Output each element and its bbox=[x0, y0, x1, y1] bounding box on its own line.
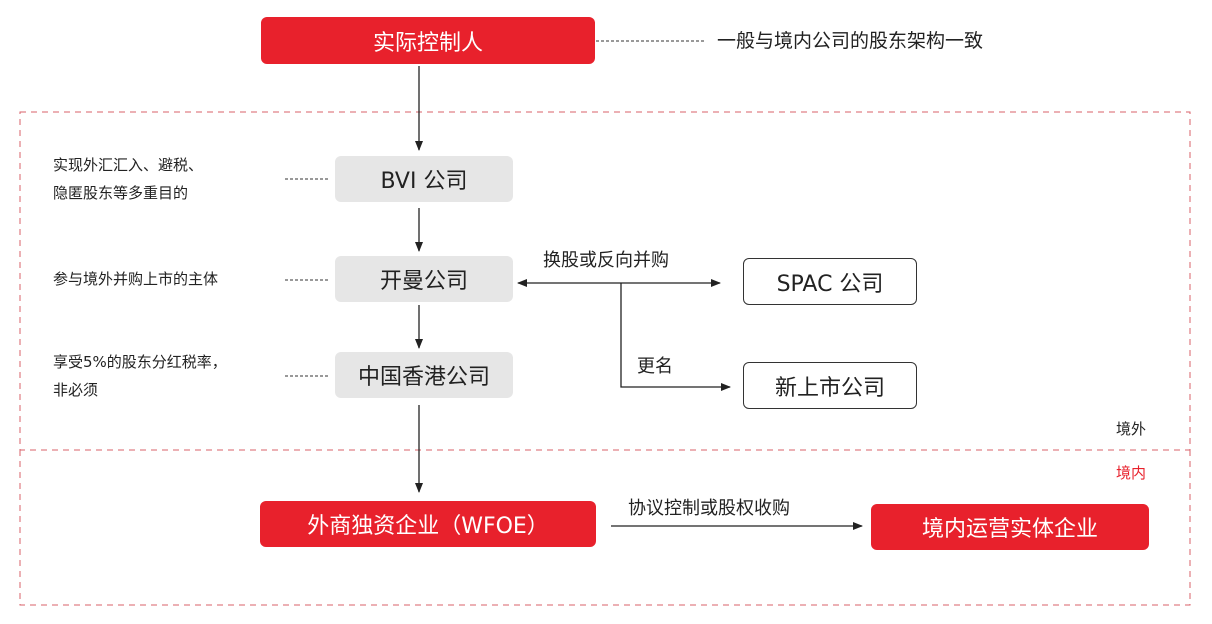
note-controller: 一般与境内公司的股东架构一致 bbox=[717, 30, 984, 52]
note-hk-line1: 享受5%的股东分红税率， bbox=[53, 353, 227, 371]
node-wfoe: 外商独资企业（WFOE） bbox=[260, 501, 596, 547]
node-spac-company: SPAC 公司 bbox=[743, 258, 917, 305]
offshore-region-border bbox=[19, 111, 1191, 451]
node-bvi-company: BVI 公司 bbox=[335, 156, 513, 202]
region-label-offshore: 境外 bbox=[1116, 420, 1147, 438]
edge-label-swap: 换股或反向并购 bbox=[543, 250, 669, 271]
edge-label-rename: 更名 bbox=[637, 356, 673, 377]
node-hk-company: 中国香港公司 bbox=[335, 352, 513, 398]
edge-label-vie: 协议控制或股权收购 bbox=[628, 498, 790, 519]
onshore-region-border bbox=[19, 450, 1191, 606]
arrow-rename bbox=[620, 283, 731, 391]
node-cayman-company: 开曼公司 bbox=[335, 256, 513, 302]
node-new-listed-company: 新上市公司 bbox=[743, 362, 917, 409]
node-actual-controller: 实际控制人 bbox=[261, 17, 595, 64]
note-cayman: 参与境外并购上市的主体 bbox=[53, 270, 219, 288]
region-label-onshore: 境内 bbox=[1116, 464, 1147, 482]
note-bvi-line1: 实现外汇汇入、避税、 bbox=[53, 156, 204, 174]
note-bvi-line2: 隐匿股东等多重目的 bbox=[53, 184, 189, 202]
note-hk-line2: 非必须 bbox=[53, 381, 99, 399]
node-domestic-operating-entity: 境内运营实体企业 bbox=[871, 504, 1149, 550]
